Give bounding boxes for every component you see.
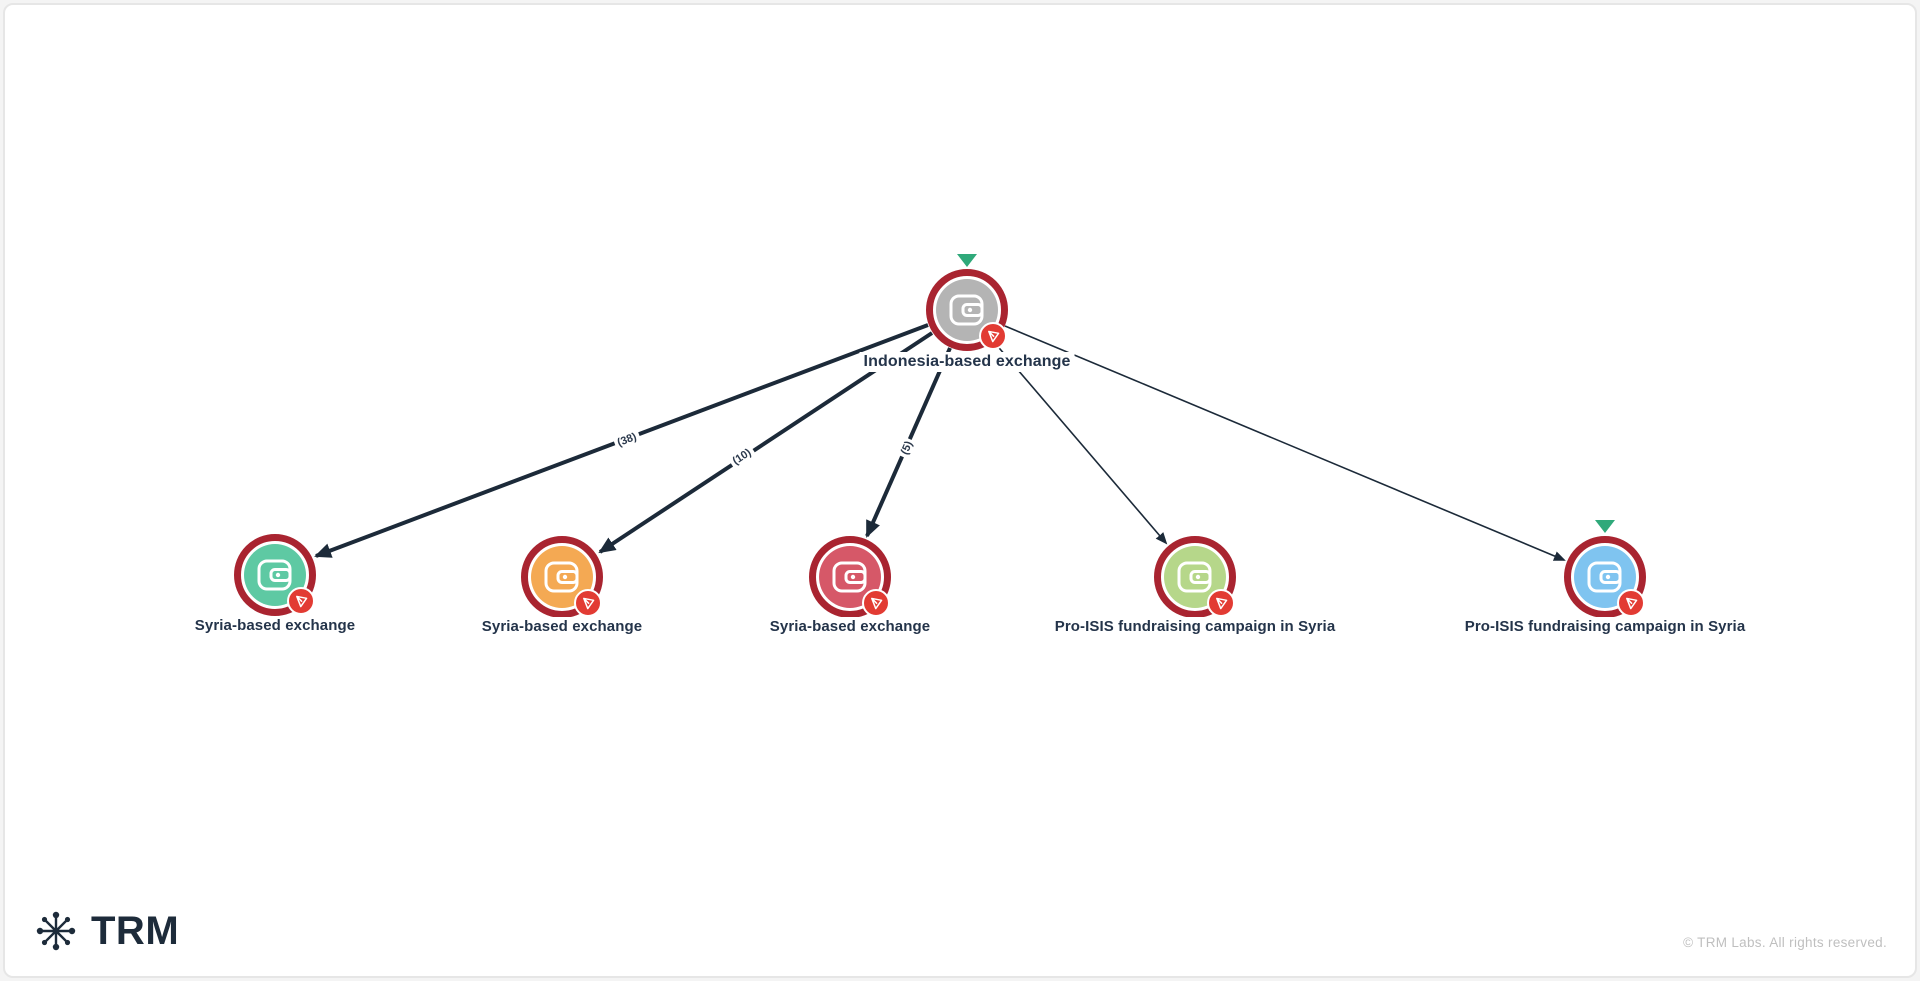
node-label: Pro-ISIS fundraising campaign in Syria bbox=[1050, 617, 1340, 636]
graph-node-syria-exchange-1[interactable] bbox=[234, 534, 316, 616]
node-label: Syria-based exchange bbox=[765, 617, 935, 636]
trm-network-icon bbox=[36, 911, 76, 951]
graph-canvas[interactable]: (38) (10) (5) bbox=[5, 5, 1915, 976]
green-triangle-flag-icon bbox=[1595, 520, 1615, 533]
node-fill bbox=[819, 546, 881, 608]
graph-node-proisis-campaign-1[interactable] bbox=[1154, 536, 1236, 618]
tron-badge-icon bbox=[1207, 589, 1235, 617]
graph-canvas-frame: (38) (10) (5) bbox=[3, 3, 1917, 978]
trm-wordmark: TRM bbox=[91, 908, 180, 953]
edge-root-to-proisis-campaign-2[interactable] bbox=[1004, 325, 1566, 561]
wallet-icon bbox=[1587, 561, 1622, 593]
wallet-icon bbox=[1177, 561, 1212, 593]
wallet-icon bbox=[949, 294, 984, 326]
edges-layer bbox=[314, 323, 1566, 561]
node-label: Indonesia-based exchange bbox=[859, 352, 1075, 372]
tron-badge-icon bbox=[862, 589, 890, 617]
node-fill bbox=[1164, 546, 1226, 608]
graph-node-indonesia-exchange[interactable] bbox=[926, 269, 1008, 351]
copyright-text: © TRM Labs. All rights reserved. bbox=[1683, 935, 1887, 950]
wallet-icon bbox=[832, 561, 867, 593]
node-label: Syria-based exchange bbox=[477, 617, 647, 636]
edge-root-to-proisis-campaign-1[interactable] bbox=[993, 341, 1168, 545]
node-label: Syria-based exchange bbox=[190, 616, 360, 635]
tron-badge-icon bbox=[979, 322, 1007, 350]
trm-logo: TRM bbox=[33, 908, 179, 954]
tron-badge-icon bbox=[1617, 589, 1645, 617]
graph-node-syria-exchange-3[interactable] bbox=[809, 536, 891, 618]
node-fill bbox=[1574, 546, 1636, 608]
green-triangle-flag-icon bbox=[957, 254, 977, 267]
wallet-icon bbox=[257, 559, 292, 591]
tron-badge-icon bbox=[574, 589, 602, 617]
tron-badge-icon bbox=[287, 587, 315, 615]
graph-node-proisis-campaign-2[interactable] bbox=[1564, 536, 1646, 618]
node-label: Pro-ISIS fundraising campaign in Syria bbox=[1460, 617, 1750, 636]
wallet-icon bbox=[544, 561, 579, 593]
graph-node-syria-exchange-2[interactable] bbox=[521, 536, 603, 618]
